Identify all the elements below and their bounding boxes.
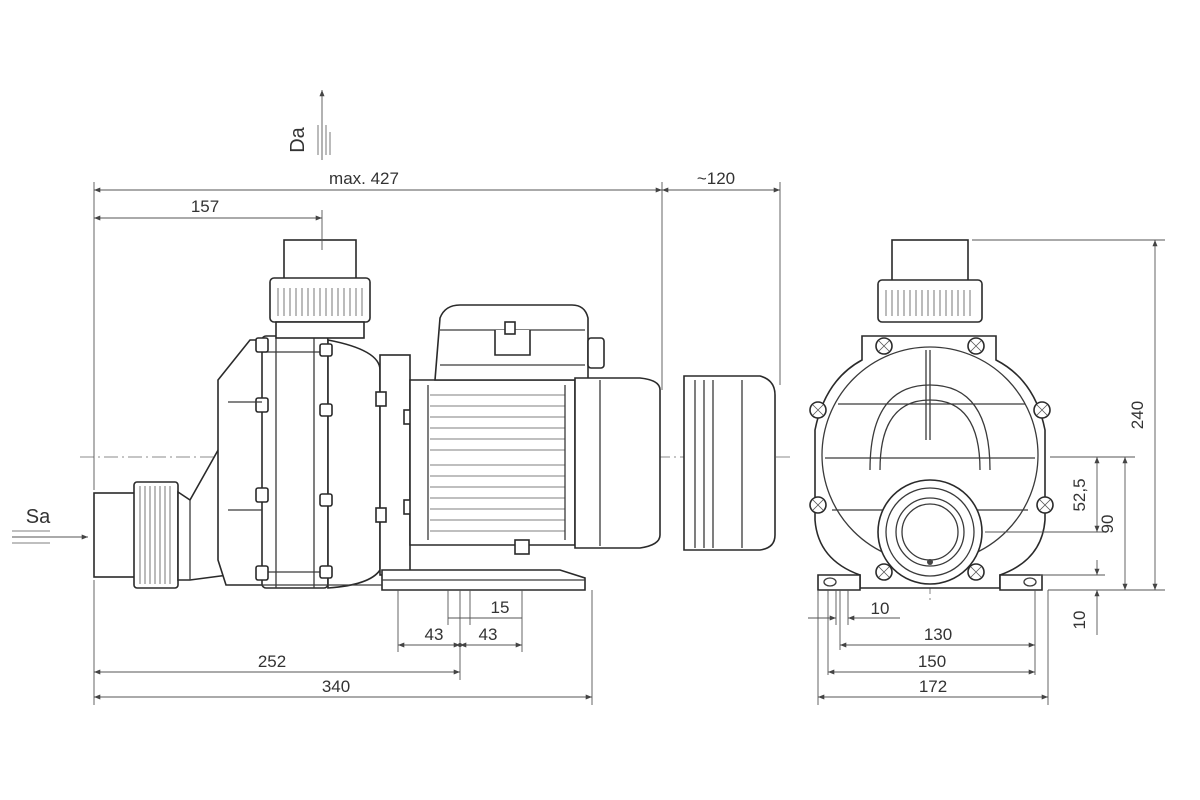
dim-total-width: 172 xyxy=(919,677,947,696)
motor-flange xyxy=(375,354,415,576)
discharge-label: Da xyxy=(287,126,309,152)
dim-to-foot-center: 252 xyxy=(258,652,286,671)
dim-foot-hole-width: 10 xyxy=(871,599,890,618)
motor-body xyxy=(409,304,776,551)
suction-label: Sa xyxy=(26,506,51,528)
dim-hole-inner: 130 xyxy=(924,625,952,644)
dim-base-height: 10 xyxy=(1070,611,1089,630)
side-view: Da Sa xyxy=(12,90,790,705)
dim-to-discharge-axis: 157 xyxy=(191,197,219,216)
dim-foot-hole-offset: 15 xyxy=(491,598,510,617)
pump-base xyxy=(230,539,586,591)
dim-foot-hole-a: 43 xyxy=(425,625,444,644)
front-screws xyxy=(809,337,1054,581)
front-discharge xyxy=(891,239,969,283)
dim-motor-extension: ~120 xyxy=(697,169,735,188)
dim-axis-height: 90 xyxy=(1098,515,1117,534)
dim-hole-outer: 150 xyxy=(918,652,946,671)
discharge-arrow xyxy=(317,90,331,160)
front-view: 240 90 52,5 10 10 130 150 172 xyxy=(808,239,1165,705)
pump-housing xyxy=(217,335,381,589)
dim-suction-offset: 52,5 xyxy=(1070,478,1089,511)
front-suction-ring xyxy=(877,479,983,585)
front-dimensions xyxy=(808,239,1165,705)
suction-arrow xyxy=(12,530,88,544)
dim-foot-hole-b: 43 xyxy=(479,625,498,644)
dim-total-max: max. 427 xyxy=(329,169,399,188)
side-dimensions xyxy=(93,182,781,705)
discharge-outlet xyxy=(269,239,371,339)
dim-base-length: 340 xyxy=(322,677,350,696)
dim-height-total: 240 xyxy=(1128,401,1147,429)
